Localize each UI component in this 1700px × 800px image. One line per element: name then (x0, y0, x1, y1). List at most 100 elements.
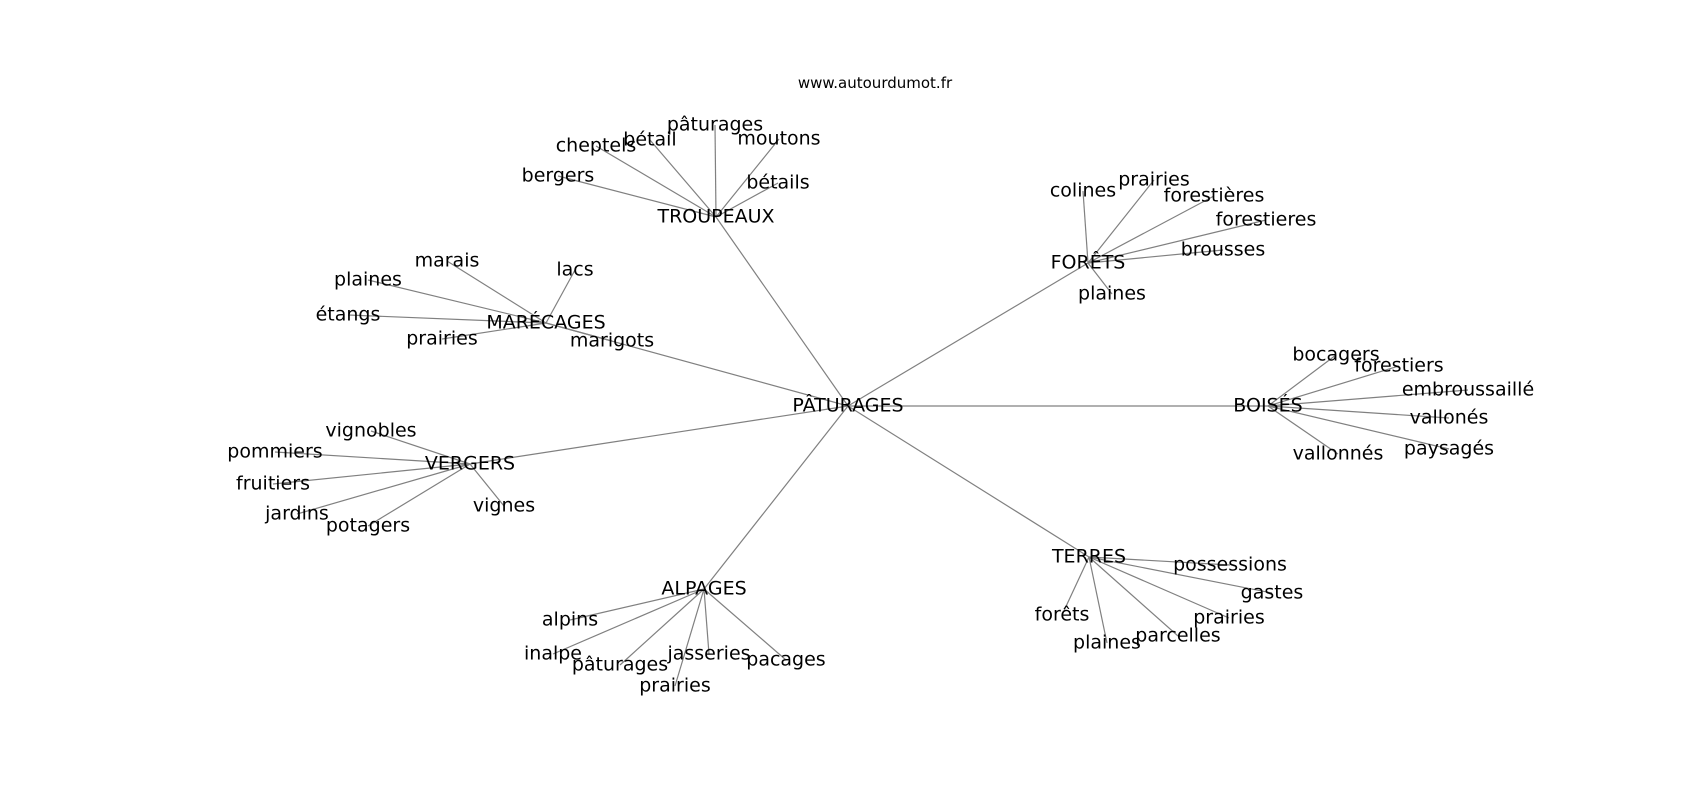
edge-vergers-potagers (367, 463, 471, 527)
edge-vergers-vignobles (370, 430, 471, 465)
leaf-node-prairies: prairies (406, 328, 477, 350)
edge-center-forets (847, 262, 1089, 407)
edge-alpages-inalpe (552, 588, 705, 655)
edge-forets-plaines (1087, 262, 1113, 295)
graph-edges (272, 124, 1469, 687)
leaf-node-possessions: possessions (1173, 554, 1287, 576)
edge-troupeaux-bergers (557, 175, 717, 218)
leaf-node-jardins: jardins (264, 503, 329, 525)
leaf-node-forets: forêts (1035, 604, 1090, 626)
leaf-node-cheptels: cheptels (556, 135, 637, 157)
leaf-node-moutons: moutons (737, 128, 820, 150)
edge-center-troupeaux (715, 216, 849, 407)
edge-vergers-jardins (296, 463, 471, 515)
edge-terres-parcelles (1088, 556, 1179, 637)
edge-marecages-marigots (545, 322, 613, 342)
leaf-node-plaines: plaines (1078, 283, 1146, 305)
edge-alpages-alpins (569, 588, 705, 621)
edge-forets-brousses (1087, 249, 1224, 264)
leaf-node-pommiers: pommiers (227, 441, 322, 463)
leaf-node-lacs: lacs (556, 259, 593, 281)
leaf-node-forestieres: forestières (1164, 185, 1265, 207)
edge-forets-forestieres (1087, 219, 1267, 264)
edge-boises-paysages (1267, 405, 1450, 450)
graph-labels: PÂTURAGESTROUPEAUXbergerscheptelsbétailp… (227, 114, 1534, 697)
leaf-node-plaines: plaines (1073, 632, 1141, 654)
edge-marecages-etangs (347, 314, 547, 324)
hub-node-boises: BOISÉS (1233, 394, 1302, 417)
edge-alpages-paturages (619, 588, 705, 666)
leaf-node-brousses: brousses (1181, 239, 1266, 261)
leaf-node-vignobles: vignobles (325, 420, 416, 442)
leaf-node-prairies: prairies (639, 675, 710, 697)
leaf-node-bergers: bergers (522, 165, 595, 187)
edge-marecages-plaines (367, 279, 547, 324)
leaf-node-colines: colines (1050, 180, 1116, 202)
leaf-node-marais: marais (415, 250, 480, 272)
edge-alpages-prairies (674, 588, 705, 687)
edge-alpages-jasseries (703, 588, 710, 655)
edge-boises-vallones (1267, 405, 1450, 419)
edge-marecages-marais (446, 260, 547, 324)
hub-node-alpages: ALPAGES (661, 578, 746, 600)
leaf-node-potagers: potagers (326, 515, 410, 537)
edge-troupeaux-moutons (715, 138, 780, 218)
edge-alpages-pacages (703, 588, 787, 661)
edge-center-vergers (469, 405, 849, 465)
edge-vergers-fruitiers (272, 463, 471, 485)
leaf-node-vallonnes: vallonnés (1293, 443, 1384, 465)
leaf-node-paysages: paysagés (1404, 438, 1494, 460)
edge-terres-plaines (1088, 556, 1108, 644)
hub-node-troupeaux: TROUPEAUX (656, 206, 774, 228)
edge-boises-forestiers (1267, 365, 1400, 407)
leaf-node-marigots: marigots (570, 330, 654, 352)
leaf-node-pacages: pacages (746, 649, 825, 671)
leaf-node-vallones: vallonés (1410, 407, 1489, 429)
edge-terres-prairies (1088, 556, 1230, 619)
leaf-node-betails: bétails (746, 172, 809, 194)
leaf-node-forestieres: forestieres (1216, 209, 1317, 231)
leaf-node-vignes: vignes (473, 495, 535, 517)
leaf-node-parcelles: parcelles (1135, 625, 1220, 647)
leaf-node-prairies: prairies (1193, 607, 1264, 629)
edge-forets-forestieres (1087, 195, 1215, 264)
leaf-node-betail: bétail (623, 129, 676, 151)
source-watermark: www.autourdumot.fr (798, 74, 953, 92)
leaf-node-plaines: plaines (334, 269, 402, 291)
edge-forets-prairies (1087, 179, 1155, 264)
leaf-node-jasseries: jasseries (666, 643, 750, 665)
leaf-node-alpins: alpins (542, 609, 598, 631)
leaf-node-paturages: pâturages (667, 114, 763, 136)
edge-terres-possessions (1088, 556, 1231, 566)
edge-troupeaux-cheptels (595, 145, 717, 218)
leaf-node-fruitiers: fruitiers (236, 473, 310, 495)
edge-vergers-pommiers (274, 451, 471, 465)
hub-node-forets: FORÊTS (1051, 251, 1126, 274)
edge-marecages-lacs (545, 269, 576, 324)
edge-terres-forets (1061, 556, 1090, 616)
edge-boises-embroussaille (1267, 389, 1469, 407)
center-node-label: PÂTURAGES (792, 394, 903, 417)
edge-vergers-vignes (469, 463, 505, 507)
edge-marecages-prairies (441, 322, 547, 340)
edge-troupeaux-betails (715, 182, 779, 218)
leaf-node-bocagers: bocagers (1292, 344, 1379, 366)
hub-node-marecages: MARÉCAGES (486, 311, 605, 334)
leaf-node-inalpe: inalpe (524, 643, 582, 665)
edge-troupeaux-betail (649, 139, 717, 218)
leaf-node-forestiers: forestiers (1354, 355, 1443, 377)
leaf-node-gastes: gastes (1241, 582, 1304, 604)
hub-node-vergers: VERGERS (425, 453, 515, 475)
leaf-node-paturages: pâturages (572, 654, 668, 676)
edge-boises-vallonnes (1267, 405, 1339, 455)
edge-center-terres (847, 405, 1090, 558)
hub-node-terres: TERRES (1051, 546, 1126, 568)
edge-terres-gastes (1088, 556, 1273, 594)
edge-troupeaux-paturages (714, 124, 717, 218)
edge-boises-bocagers (1267, 354, 1337, 407)
edge-center-alpages (703, 405, 849, 590)
leaf-node-etangs: étangs (316, 304, 381, 326)
leaf-node-embroussaille: embroussaillé (1402, 379, 1534, 401)
leaf-node-prairies: prairies (1118, 169, 1189, 191)
